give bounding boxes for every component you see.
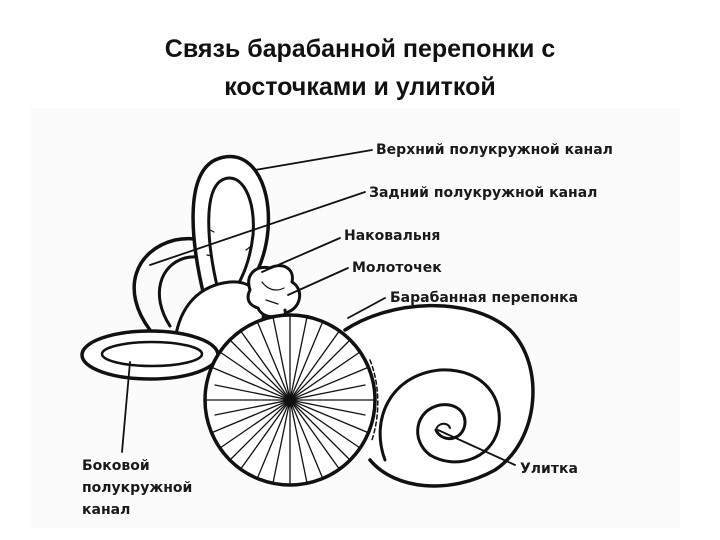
leader-lateral-canal bbox=[121, 361, 131, 453]
label-superior-canal: Верхний полукружной канал bbox=[376, 142, 613, 158]
label-incus: Наковальня bbox=[344, 228, 440, 244]
leader-eardrum bbox=[347, 297, 386, 319]
title-line-2: косточками и улиткой bbox=[224, 73, 496, 101]
leader-incus bbox=[261, 237, 341, 273]
label-malleus: Молоточек bbox=[352, 260, 442, 276]
slide-title: Связь барабанной перепонки с косточками … bbox=[0, 30, 720, 106]
title-line-1: Связь барабанной перепонки с bbox=[164, 35, 556, 63]
leader-malleus bbox=[287, 267, 349, 296]
incus-shape bbox=[246, 264, 302, 319]
cochlea-shape bbox=[343, 303, 535, 488]
label-lateral-canal-line2: полукружной bbox=[82, 480, 192, 496]
leader-superior-canal bbox=[254, 149, 373, 171]
eardrum-shape bbox=[203, 313, 379, 487]
leader-posterior-canal bbox=[149, 191, 366, 266]
label-lateral-canal-line3: канал bbox=[82, 502, 130, 518]
label-cochlea: Улитка bbox=[520, 461, 578, 477]
leader-cochlea bbox=[437, 429, 516, 466]
label-eardrum: Барабанная перепонка bbox=[390, 290, 578, 306]
diagram-background bbox=[30, 108, 680, 528]
label-lateral-canal-line1: Боковой bbox=[82, 458, 150, 474]
lateral-canal-shape bbox=[80, 329, 220, 381]
label-posterior-canal: Задний полукружной канал bbox=[369, 185, 597, 201]
